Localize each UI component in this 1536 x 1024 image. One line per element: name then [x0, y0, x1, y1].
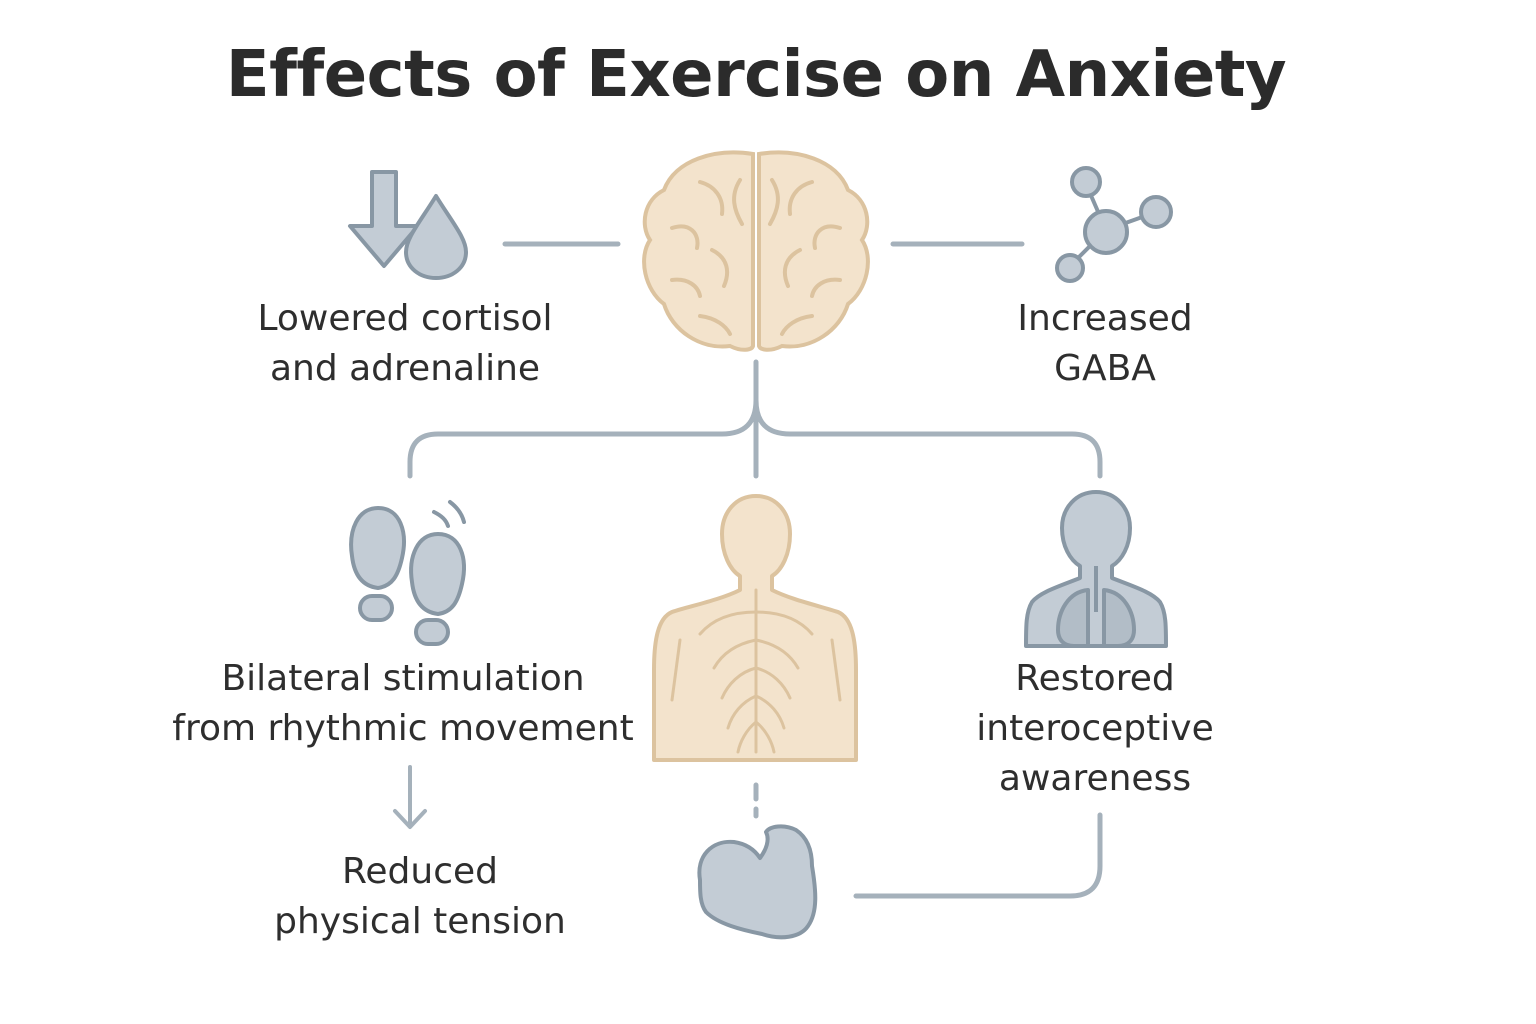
down-arrow-droplet-icon: [348, 170, 468, 280]
molecule-icon: [1055, 166, 1173, 283]
label-tension: Reduced physical tension: [274, 851, 566, 942]
label-gaba: Increased GABA: [1017, 298, 1193, 389]
label-bilateral: Bilateral stimulation from rhythmic move…: [172, 658, 634, 749]
arrow-bilateral-to-tension: [393, 765, 427, 829]
nervous-system-body-icon: [652, 494, 858, 762]
footprints-icon: [349, 500, 466, 646]
diagram-title: Effects of Exercise on Anxiety: [225, 38, 1287, 112]
connector-branch-left: [407, 397, 759, 479]
connector-branch-right: [753, 397, 1103, 479]
lungs-torso-icon: [1024, 490, 1168, 648]
connector-interoceptive-arm: [853, 812, 1103, 899]
brain-icon: [642, 150, 870, 352]
label-interoceptive: Restored interoceptive awareness: [976, 658, 1214, 799]
connectors: [407, 241, 1103, 899]
flexed-arm-icon: [697, 824, 818, 940]
label-cortisol: Lowered cortisol and adrenaline: [257, 298, 553, 389]
